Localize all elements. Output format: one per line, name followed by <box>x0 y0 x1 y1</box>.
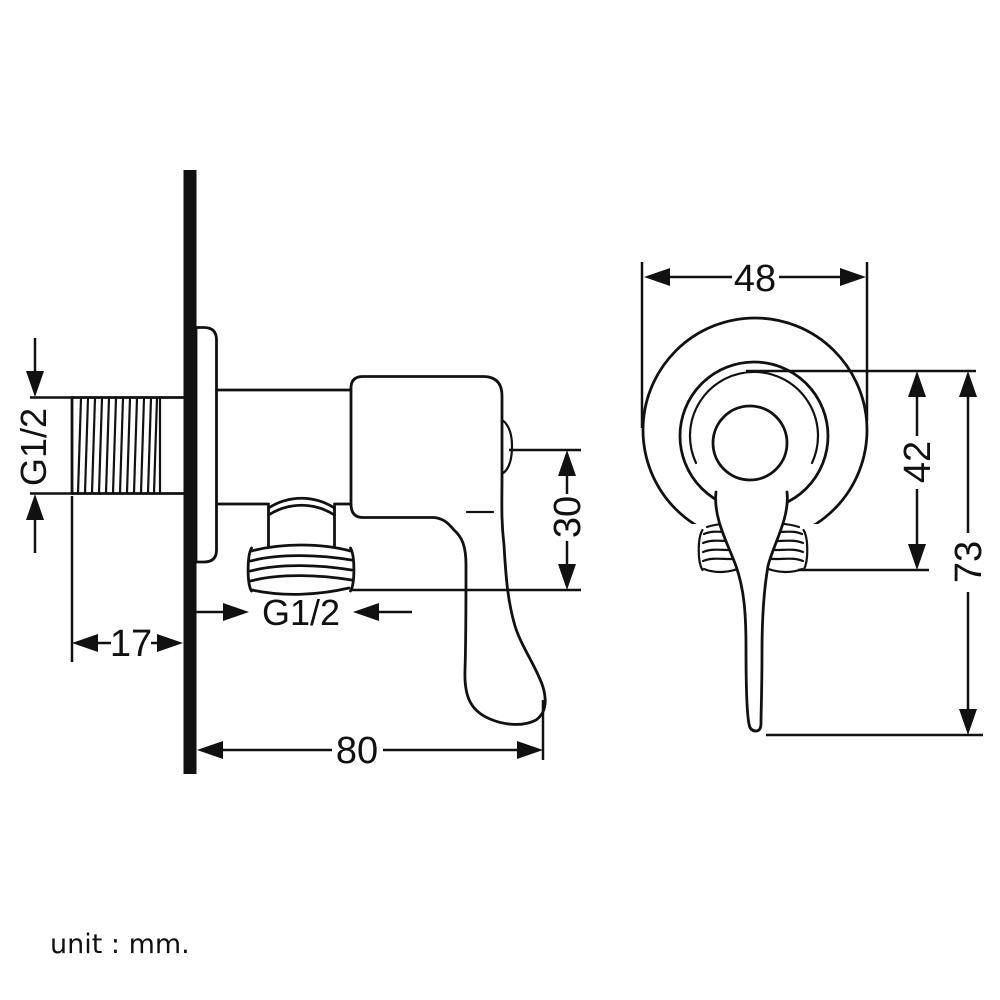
front-height-label: 73 <box>948 541 990 583</box>
inlet-length-label: 17 <box>110 623 152 665</box>
inlet-thread-hatching <box>76 396 159 495</box>
bore-circle <box>711 404 789 482</box>
depth-label: 80 <box>336 730 378 772</box>
inlet-pipe <box>70 396 185 495</box>
side-view: G1/2 17 G1/2 30 <box>13 170 589 774</box>
front-view: 48 42 73 <box>640 258 990 737</box>
dim-30: 30 <box>352 448 589 592</box>
dim-outlet-thread: G1/2 <box>196 592 412 633</box>
outlet-thread-side <box>246 543 356 596</box>
dim-73: 73 <box>766 371 990 737</box>
wall-section <box>183 170 197 774</box>
unit-note: unit : mm. <box>50 929 190 960</box>
handle-front-outline <box>714 490 789 733</box>
front-width-label: 48 <box>734 258 776 300</box>
cap-end-bulge <box>500 418 514 476</box>
handle-front-fill <box>715 492 788 731</box>
dim-80: 80 <box>197 700 545 772</box>
valve-cap-and-handle <box>349 375 547 726</box>
flange-side <box>194 326 218 564</box>
dim-inlet-thread: G1/2 <box>13 338 74 553</box>
dim-17: 17 <box>70 496 183 665</box>
dim-42: 42 <box>798 371 939 572</box>
dim-48: 48 <box>640 258 869 428</box>
valve-body-tube <box>215 388 353 506</box>
front-drop-label: 42 <box>897 441 939 483</box>
outlet-hex-nut <box>267 496 336 548</box>
outlet-thread-label: G1/2 <box>262 592 340 633</box>
outlet-drop-label: 30 <box>547 496 589 538</box>
inlet-thread-label: G1/2 <box>13 408 54 486</box>
